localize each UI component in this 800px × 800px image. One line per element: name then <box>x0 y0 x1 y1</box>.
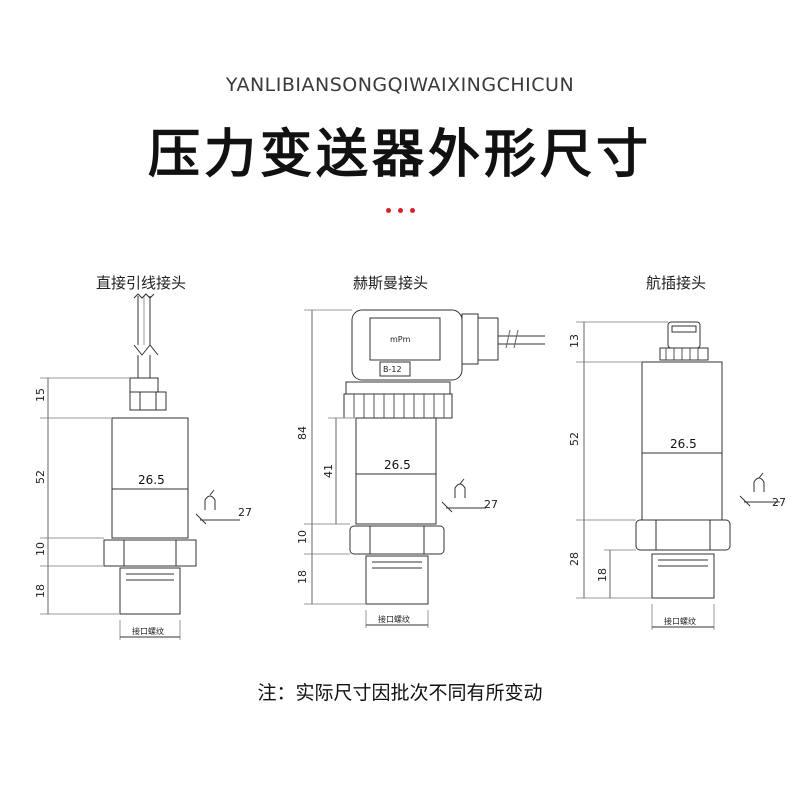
dimension-10: 10 <box>34 542 47 556</box>
dot-icon <box>410 208 415 213</box>
connector-window <box>369 317 441 361</box>
dimension-10: 10 <box>296 530 309 544</box>
dimension-28: 28 <box>568 552 581 566</box>
dimension-52: 52 <box>34 470 47 484</box>
knurled-ring <box>343 393 453 419</box>
connector-tag <box>379 361 411 377</box>
decorative-dots <box>386 208 416 216</box>
dimension-13: 13 <box>568 334 581 348</box>
thread-label: 接口螺纹 <box>132 626 164 636</box>
page-title: 压力变送器外形尺寸 <box>147 125 652 185</box>
dimension-52: 52 <box>568 432 581 446</box>
thread <box>651 553 715 599</box>
diagram-label-direct-lead: 直接引线接头 <box>96 274 187 292</box>
wrench-size: 27 <box>484 498 498 511</box>
dimension-18: 18 <box>296 570 309 584</box>
wrench-icon <box>739 472 780 507</box>
hex-nut <box>349 525 445 555</box>
cable-gland <box>129 377 159 393</box>
plug-nut <box>659 347 709 361</box>
dimension-18: 18 <box>596 568 609 582</box>
dimension-84: 84 <box>296 426 309 440</box>
diameter-label: 26.5 <box>670 437 697 451</box>
sensor-body <box>355 417 437 525</box>
cable <box>133 293 159 378</box>
wrench-size: 27 <box>238 506 252 519</box>
gland-nut <box>129 391 167 411</box>
wrench-icon <box>441 478 486 513</box>
wrench-icon <box>195 489 240 525</box>
hex-nut <box>103 539 197 567</box>
thread <box>119 567 181 615</box>
dimension-18: 18 <box>34 584 47 598</box>
connector-housing <box>351 309 463 381</box>
diagram-label-aviation-plug: 航插接头 <box>646 274 707 292</box>
dot-icon <box>386 208 391 213</box>
hex-nut <box>635 519 731 551</box>
thread <box>365 555 429 605</box>
diagram-direct-lead: 26.5 15 52 10 18 27 接口螺纹 <box>34 293 252 640</box>
dimension-41: 41 <box>322 464 335 478</box>
wrench-size: 27 <box>772 496 786 509</box>
connector-text-2: B-12 <box>383 365 402 374</box>
diameter-label: 26.5 <box>138 473 165 487</box>
footer-note: 注：实际尺寸因批次不同有所变动 <box>257 682 543 704</box>
sensor-body <box>111 417 189 539</box>
dot-icon <box>398 208 403 213</box>
cable-entry <box>461 313 479 365</box>
dimension-15: 15 <box>34 388 47 402</box>
diameter-label: 26.5 <box>384 458 411 472</box>
diagram-label-hirschmann: 赫斯曼接头 <box>353 274 429 292</box>
thread-label: 接口螺纹 <box>378 614 410 624</box>
diagram-aviation-plug: 26.5 13 52 28 18 27 接口螺纹 <box>568 321 786 630</box>
diagram-hirschmann: mPm B-12 26.5 <box>296 309 545 628</box>
cable-nut <box>477 317 499 361</box>
subtitle: YANLIBIANSONGQIWAIXINGCHICUN <box>225 74 575 96</box>
connector-text-1: mPm <box>390 335 411 344</box>
thread-label: 接口螺纹 <box>664 616 696 626</box>
